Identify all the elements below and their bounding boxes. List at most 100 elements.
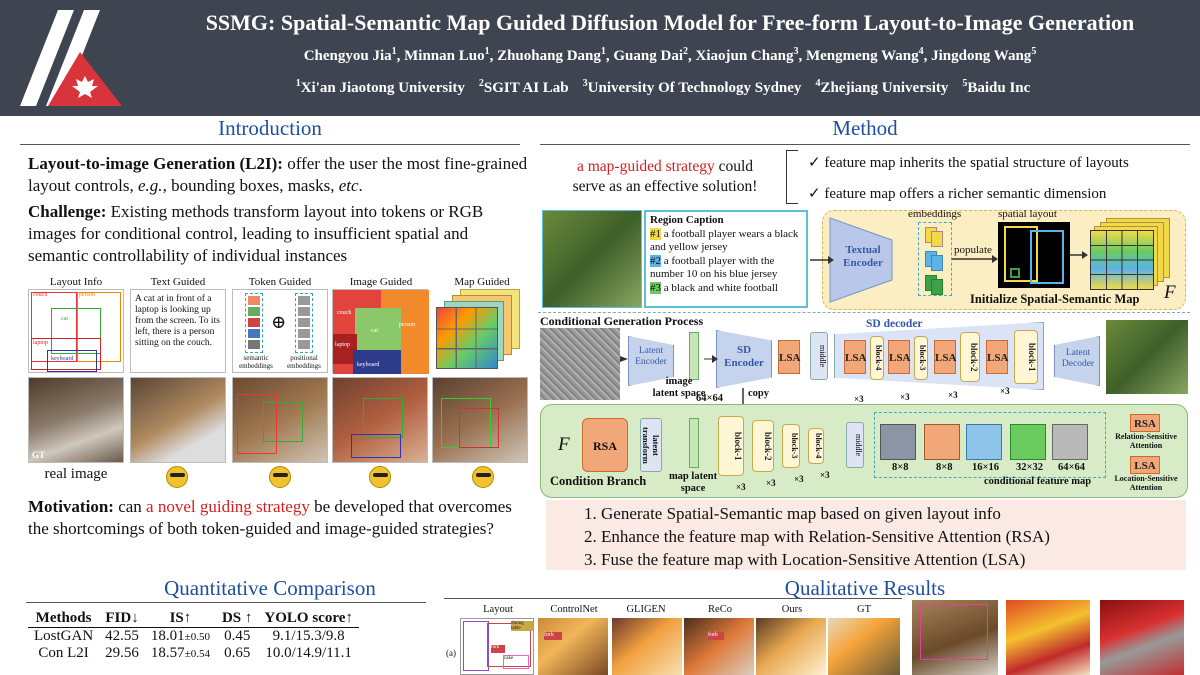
map-latent-label: map latent space	[668, 471, 718, 494]
qual-layout-thumb: dining table fork cake	[460, 618, 534, 675]
bbox-couch	[31, 292, 77, 362]
row-label-a: (a)	[446, 648, 456, 658]
affiliation-list: 1Xi'an Jiaotong University 2SGIT AI Lab 3U…	[150, 78, 1190, 97]
intro-paragraph-l2i: Layout-to-image Generation (L2I): offer …	[28, 154, 528, 195]
arrow-icon	[620, 356, 628, 362]
token-guided-result	[232, 377, 328, 463]
step-2: 2. Enhance the feature map with Relation…	[584, 527, 1050, 546]
decoder-block-1: block-1	[1014, 330, 1038, 384]
embeddings-label: embeddings	[908, 208, 962, 220]
semantic-token-column	[245, 293, 263, 353]
decoder-block-4: block-4	[870, 336, 884, 380]
lsa-block: LSA	[888, 340, 910, 374]
intro-divider	[20, 144, 520, 145]
author-name: Guang Dai2	[613, 46, 688, 64]
cond-feature-map-label: conditional feature map	[984, 476, 1092, 487]
bullet-2: ✓ feature map offers a richer semantic d…	[808, 186, 1107, 202]
image-latent-label: image latent space	[652, 376, 706, 399]
fig-label-image: Image Guided	[349, 276, 413, 288]
col-ds: DS ↑	[215, 610, 259, 628]
method-heading: Method	[832, 116, 898, 140]
canada-logo-icon	[20, 10, 122, 106]
qual-extra-image-2	[1006, 600, 1090, 675]
fig-label-token: Token Guided	[248, 276, 312, 288]
affiliation: 2SGIT AI Lab	[478, 78, 569, 96]
step-3: 3. Fuse the feature map with Location-Se…	[584, 550, 1026, 569]
sd-decoder-label: SD decoder	[866, 318, 923, 330]
spatial-layout-label: spatial layout	[998, 208, 1057, 220]
dashed-separator	[538, 312, 1190, 313]
qual-gt-image	[828, 618, 900, 675]
region-caption-box: Region Caption #1 a football player wear…	[644, 210, 808, 308]
map-guided-panel	[436, 289, 528, 373]
latent-decoder-label: Latent Decoder	[1061, 348, 1095, 369]
feature-cube-8a	[880, 424, 916, 460]
conditional-feature-map-box	[874, 412, 1106, 478]
bbox-cat	[51, 308, 101, 354]
copy-label: copy	[748, 388, 769, 399]
condition-branch-label: Condition Branch	[550, 474, 647, 488]
encoder-block-4: block-4	[808, 428, 824, 464]
textual-encoder-label: Textual Encoder	[843, 244, 883, 269]
fig-label-map: Map Guided	[454, 276, 510, 288]
bbox-laptop	[31, 338, 101, 370]
bbox-person	[77, 292, 121, 362]
sd-encoder-label: SD Encoder	[724, 344, 764, 369]
happy-emoji-icon	[472, 466, 494, 488]
image-latent-bar	[689, 332, 699, 380]
legend-lsa-swatch: LSA	[1130, 456, 1160, 474]
spatial-layout-map	[998, 222, 1070, 288]
poster-header	[0, 0, 1200, 116]
affiliation: 1Xi'an Jiaotong University	[295, 78, 465, 96]
author-name: Mengmeng Wang4	[805, 46, 924, 64]
middle-block: middle	[810, 332, 828, 380]
author-name: Jingdong Wang5	[931, 46, 1037, 64]
text-guided-caption: A cat at in front of a laptop is looking…	[130, 289, 226, 373]
table-row: Con L2I 29.56 18.57±0.54 0.65 10.0/14.9/…	[38, 645, 352, 661]
size-64-label: 64×64	[696, 393, 723, 404]
lsa-block: LSA	[934, 340, 956, 374]
plus-icon: ⊕	[271, 312, 287, 332]
noise-image	[540, 328, 620, 400]
real-image-label: real image	[44, 466, 108, 482]
affiliation: 3University Of Technology Sydney	[582, 78, 802, 96]
col-yolo: YOLO score↑	[258, 610, 359, 628]
populate-label: populate	[954, 244, 992, 256]
brace	[786, 150, 798, 204]
lsa-block: LSA	[986, 340, 1008, 374]
author-name: Xiaojun Chang3	[695, 46, 799, 64]
sad-emoji-icon	[166, 466, 188, 488]
encoder-block-3: block-3	[782, 424, 800, 468]
layout-info-panel: couch person cat laptop keyboard	[28, 289, 124, 373]
author-name: Chengyou Jia1	[303, 46, 397, 64]
intro-paragraph-challenge: Challenge: Existing methods transform la…	[28, 202, 484, 265]
table-row: LostGAN 42.55 18.01±0.50 0.45 9.1/15.3/9…	[34, 628, 345, 644]
caption-2: #2 a football player with the number 10 …	[650, 254, 778, 280]
bbox-keyboard	[47, 350, 97, 372]
qual-gligen-image	[612, 618, 682, 675]
feature-cube-32	[1010, 424, 1046, 460]
quant-heading: Quantitative Comparison	[164, 576, 376, 600]
decoder-block-3: block-3	[914, 336, 928, 380]
col-fid: FID↓	[99, 610, 145, 628]
method-steps-box	[546, 500, 1186, 570]
step-1: 1. Generate Spatial-Semantic map based o…	[584, 504, 1001, 523]
F-symbol: F	[558, 434, 570, 455]
intro-paragraph-motivation: Motivation: can a novel guiding strategy…	[28, 497, 512, 538]
caption-1: #1 a football player wears a black and y…	[650, 227, 799, 253]
generated-football-image	[1106, 320, 1188, 394]
col-methods: Methods	[28, 610, 100, 628]
legend-rsa-swatch: RSA	[1130, 414, 1160, 432]
sd-encoder-shape	[716, 330, 772, 388]
rsa-block: RSA	[582, 418, 628, 472]
populate-arrow-icon	[952, 255, 998, 263]
qual-reco-image: fork	[684, 618, 754, 675]
method-divider	[540, 144, 1190, 145]
qual-extra-image-1	[912, 600, 998, 675]
image-guided-panel: couch person cat laptop keyboard	[332, 289, 429, 374]
intro-comparison-figure: Layout Info Text Guided Token Guided Ima…	[26, 276, 528, 488]
F-symbol: F	[1164, 282, 1176, 303]
poster-title: SSMG: Spatial-Semantic Map Guided Diffus…	[205, 10, 1135, 35]
real-image-gt: GT	[28, 377, 124, 463]
encoder-block-2: block-2	[752, 420, 774, 472]
